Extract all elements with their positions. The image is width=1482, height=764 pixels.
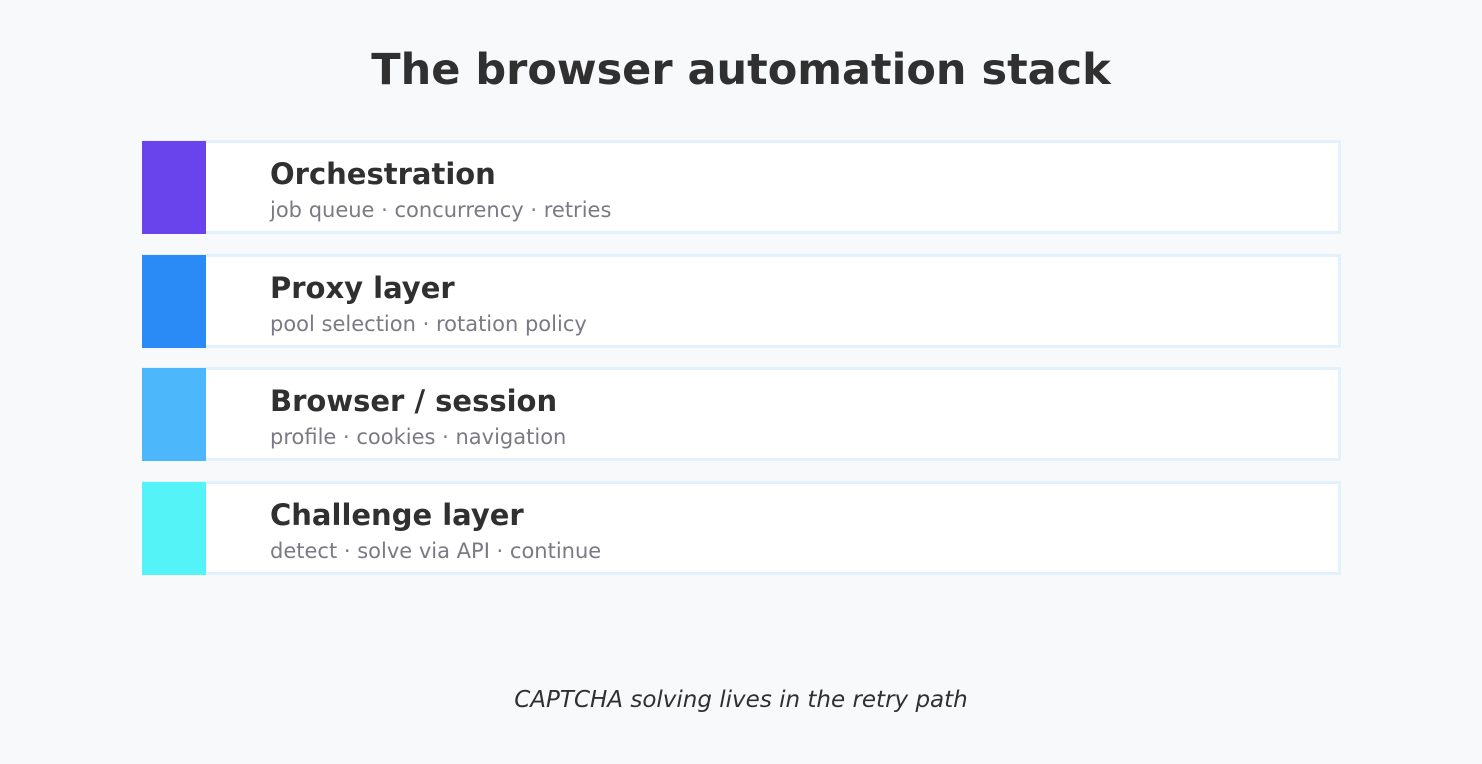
layer-challenge: Challenge layer detect · solve via API ·… xyxy=(142,480,1341,575)
layer-description: job queue · concurrency · retries xyxy=(270,198,612,222)
layer-description: profile · cookies · navigation xyxy=(270,425,567,449)
layer-color-swatch xyxy=(142,141,206,234)
layer-color-swatch xyxy=(142,481,206,575)
layer-name: Challenge layer xyxy=(270,497,524,532)
layer-color-swatch xyxy=(142,368,206,461)
layer-browser-session: Browser / session profile · cookies · na… xyxy=(142,367,1341,461)
layer-description: pool selection · rotation policy xyxy=(270,311,587,336)
layer-orchestration: Orchestration job queue · concurrency · … xyxy=(142,140,1341,234)
layer-stack: Orchestration job queue · concurrency · … xyxy=(142,140,1341,594)
layer-proxy: Proxy layer pool selection · rotation po… xyxy=(142,253,1341,348)
layer-name: Browser / session xyxy=(270,384,558,418)
layer-name: Proxy layer xyxy=(270,270,455,305)
layer-description: detect · solve via API · continue xyxy=(270,538,602,563)
diagram-caption: CAPTCHA solving lives in the retry path xyxy=(514,687,968,713)
diagram-title: The browser automation stack xyxy=(371,45,1111,95)
layer-name: Orchestration xyxy=(270,157,496,191)
layer-color-swatch xyxy=(142,254,206,348)
